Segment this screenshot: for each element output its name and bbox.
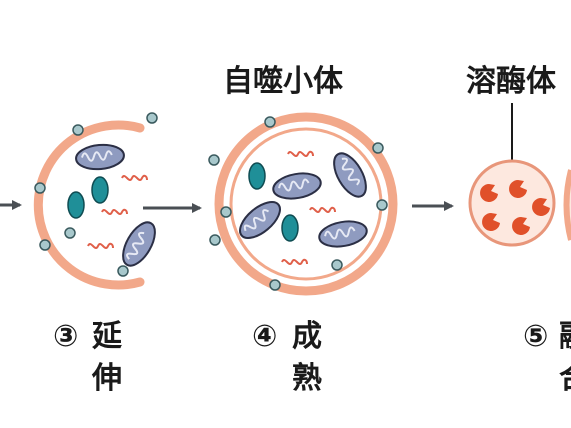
step-number: ⑤ <box>523 319 548 354</box>
step-number: ④ <box>252 319 277 354</box>
mitochondrion <box>115 216 163 272</box>
next-stage-membrane-edge <box>563 169 571 241</box>
step-text: 延 <box>91 319 123 354</box>
membrane-particles <box>34 112 158 277</box>
membrane-particles <box>208 116 388 291</box>
step-text: 合 <box>559 361 571 396</box>
step-4-label: ④ 成 熟 <box>252 319 322 396</box>
autophagosome-inner-membrane <box>229 127 383 281</box>
autophagosome-label: 自噬小体 <box>223 64 344 99</box>
teal-vesicle <box>248 162 266 190</box>
phagophore-elongating <box>33 112 163 290</box>
teal-vesicle <box>91 176 109 204</box>
step-5-label: ⑤ 融 合 <box>523 319 571 396</box>
protein-squiggle <box>101 208 128 216</box>
step-text: 融 <box>559 319 571 354</box>
protein-squiggle <box>87 242 114 250</box>
step-text: 成 <box>292 319 322 354</box>
hydrolytic-enzymes <box>480 180 550 235</box>
protein-squiggle <box>121 174 148 182</box>
step-text: 熟 <box>292 361 322 396</box>
autophagosome-outer-membrane <box>214 112 398 296</box>
mitochondrion <box>74 141 126 173</box>
teal-vesicle <box>67 191 85 219</box>
lysosome <box>468 159 556 247</box>
lysosome-label: 溶酶体 <box>466 64 557 99</box>
autophagosome <box>208 112 398 296</box>
teal-vesicle <box>281 214 299 242</box>
step-3-label: ③ 延 伸 <box>53 319 123 396</box>
step-text: 伸 <box>91 361 122 396</box>
phagophore-membrane <box>33 120 145 290</box>
step-number: ③ <box>53 319 78 354</box>
